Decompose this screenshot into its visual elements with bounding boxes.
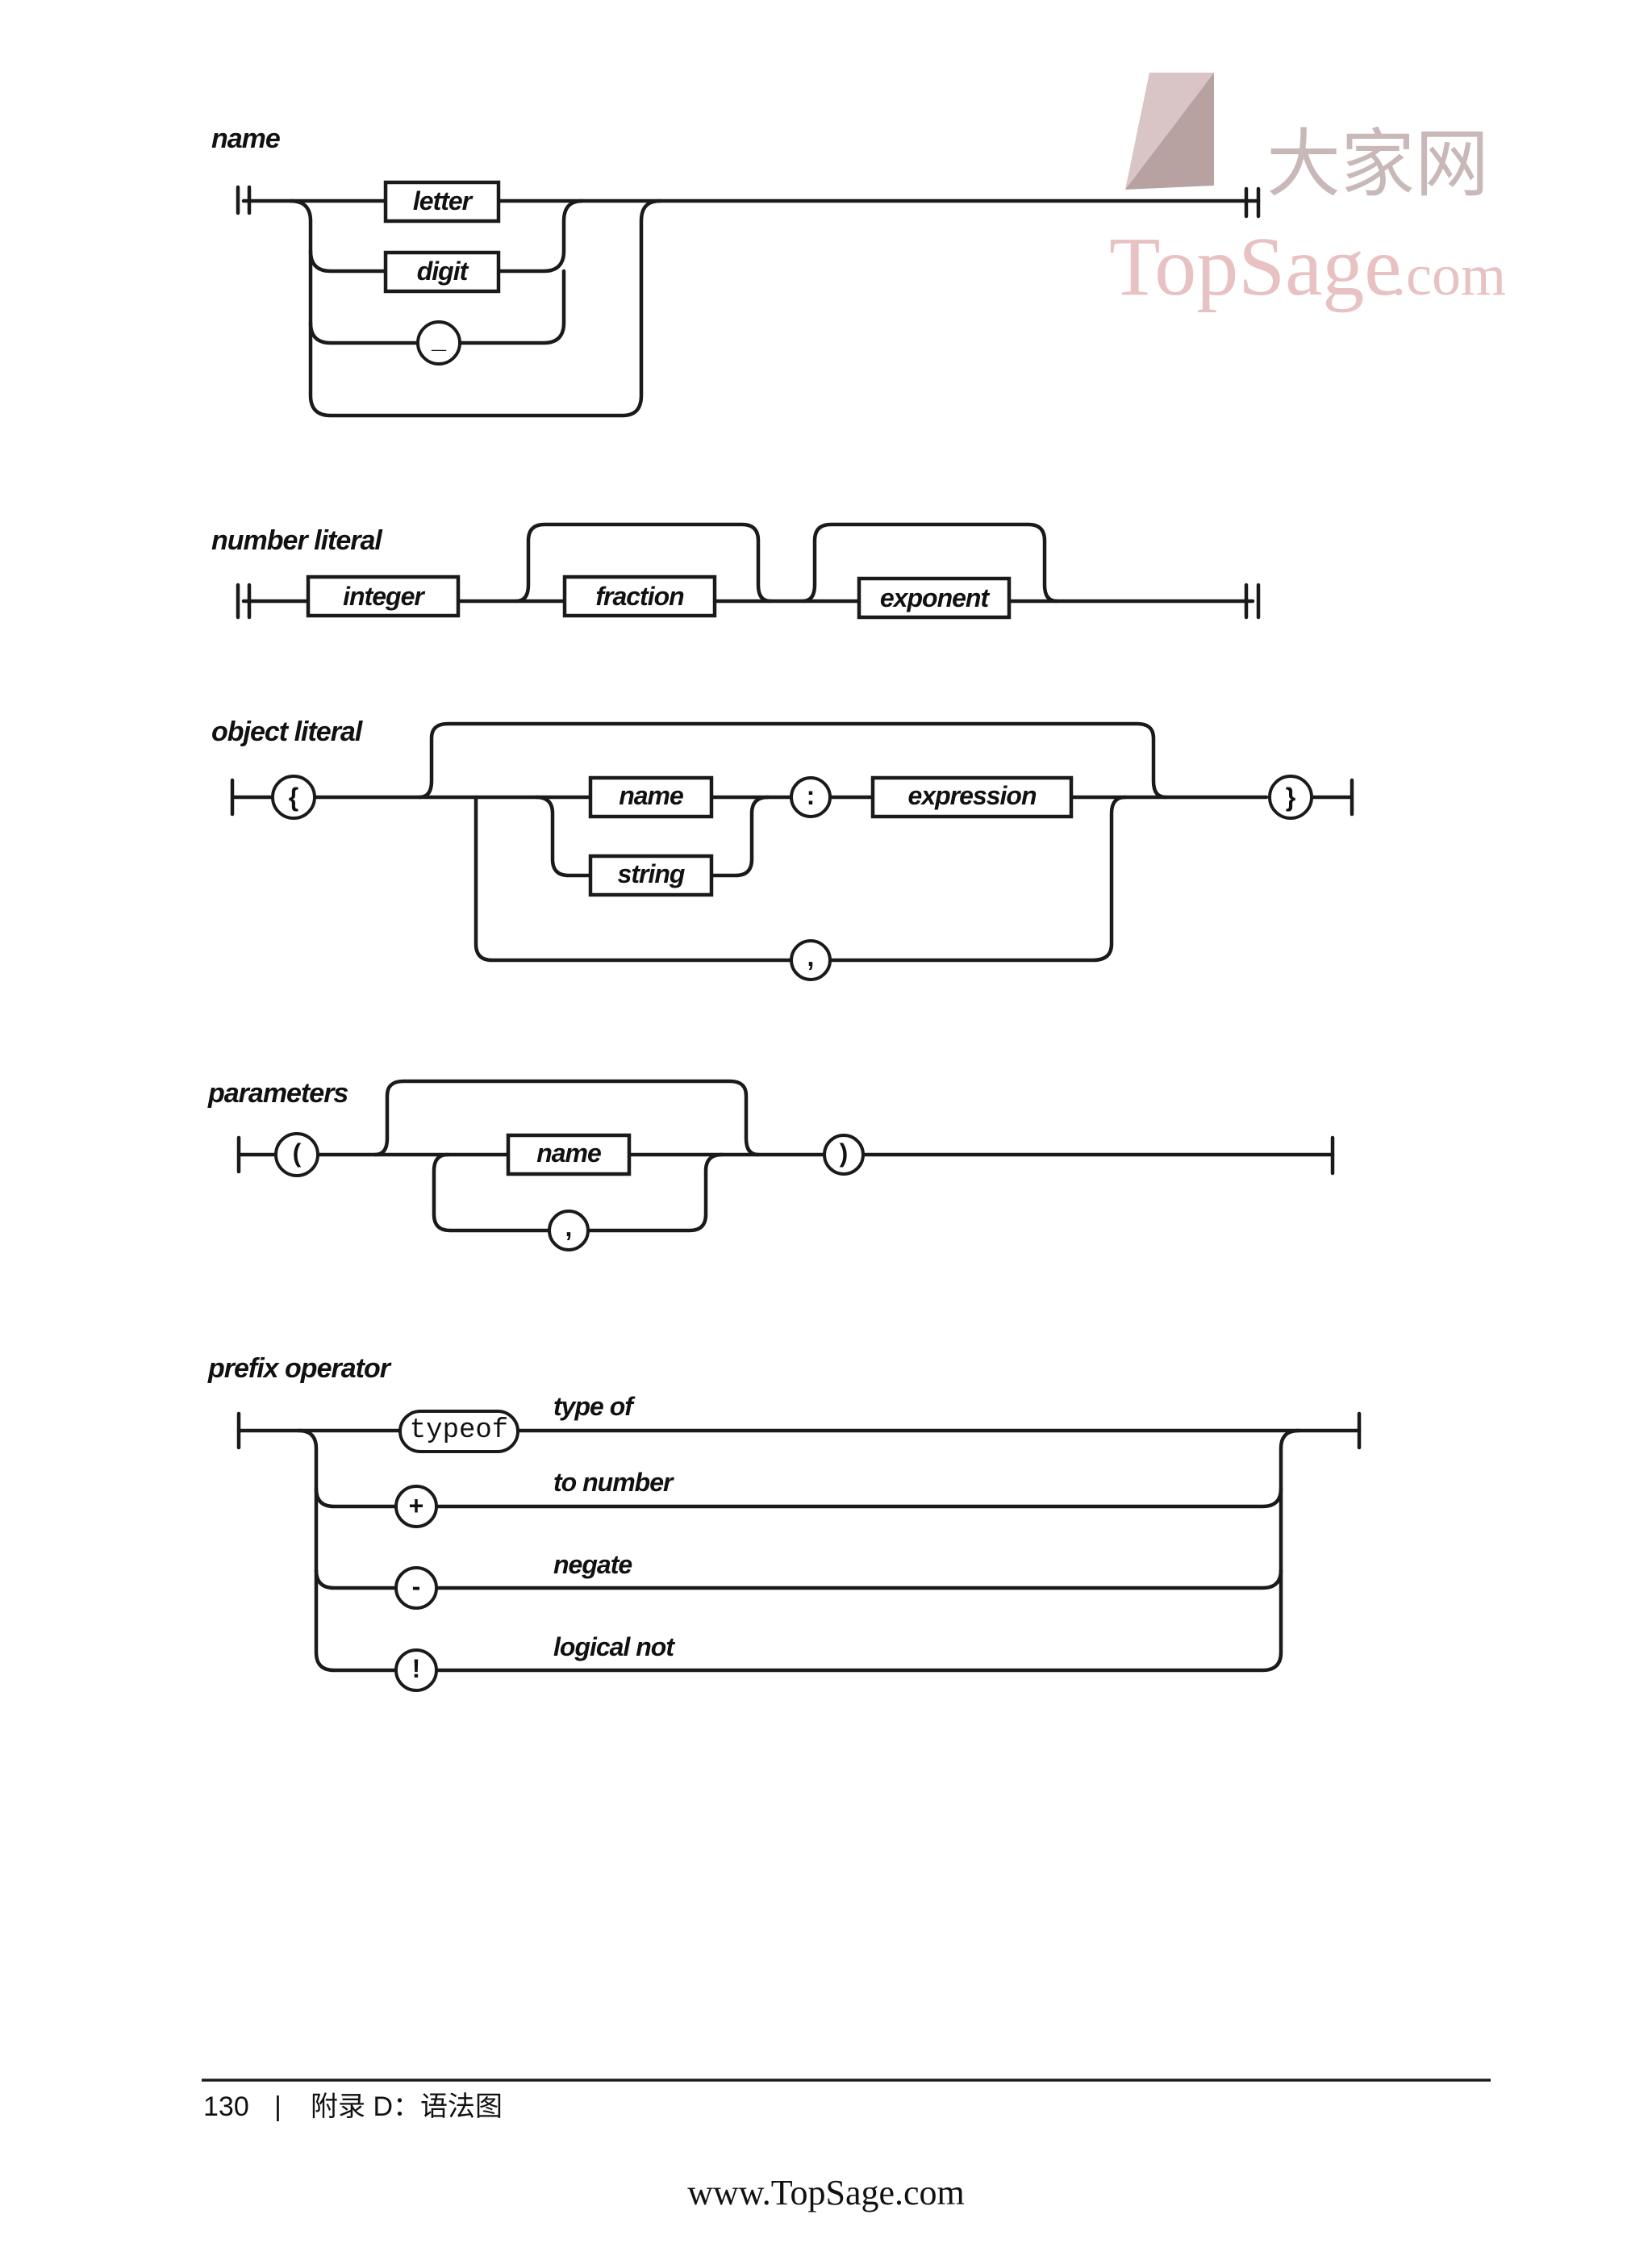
diagram-title-parameters: parameters [207, 1078, 348, 1109]
to-number-note: to number [553, 1468, 674, 1497]
integer-box [306, 574, 461, 618]
close-brace-terminal [1268, 775, 1313, 820]
page-number: 130 [203, 2091, 249, 2122]
diagram-object-literal: object literal { } name string : express… [211, 717, 1354, 981]
typeof-terminal [398, 1410, 519, 1453]
fraction-box [562, 574, 717, 618]
close-paren-symbol: ) [840, 1139, 849, 1168]
watermark-site-text: TopSage [1109, 220, 1401, 313]
logical-not-note: logical not [553, 1632, 675, 1661]
end-terminator [1244, 186, 1261, 219]
open-paren-symbol: ( [293, 1139, 302, 1168]
underscore-symbol: _ [431, 324, 447, 353]
diagram-name: name letter digit _ [211, 123, 1261, 418]
footer-section: 附录 D：语法图 [311, 2091, 503, 2122]
integer-label: integer [343, 582, 425, 611]
typeof-note: type of [553, 1392, 636, 1421]
open-paren-terminal [274, 1132, 319, 1177]
name-box [588, 775, 714, 819]
diagram-title-name: name [211, 123, 280, 154]
fraction-label: fraction [595, 582, 684, 611]
watermark-triangle-dark [1125, 73, 1214, 190]
string-box [588, 854, 714, 897]
loop-rail [288, 198, 662, 418]
diagram-parameters: parameters ( name ) , [207, 1078, 1335, 1251]
digit-box [383, 250, 501, 294]
plus-branch [314, 1486, 1283, 1509]
underscore-branch [308, 269, 566, 345]
exponent-box [857, 576, 1012, 620]
outer-branch [296, 1428, 1301, 1673]
negate-note: negate [553, 1550, 632, 1579]
open-brace-terminal [271, 775, 316, 820]
colon-terminal [790, 776, 832, 818]
diagram-title-number-literal: number literal [211, 525, 383, 556]
comma-terminal [790, 939, 832, 981]
comma-symbol: , [565, 1213, 573, 1242]
close-brace-symbol: } [1286, 783, 1295, 812]
letter-box [383, 180, 501, 224]
typeof-symbol: typeof [410, 1415, 508, 1446]
page-footer: 130 | 附录 D：语法图 www.TopSage.com [202, 2079, 1491, 2212]
empty-bypass [373, 1079, 761, 1157]
expression-box [870, 775, 1074, 819]
string-label: string [618, 859, 685, 888]
footer-separator: | [274, 2091, 282, 2122]
minus-branch [314, 1568, 1283, 1590]
comma-symbol: , [807, 942, 815, 971]
name-label: name [619, 781, 683, 810]
exponent-bypass [800, 522, 1059, 604]
plus-symbol: + [409, 1491, 424, 1520]
expression-label: expression [908, 781, 1037, 810]
not-terminal [394, 1648, 438, 1692]
exponent-label: exponent [880, 583, 991, 612]
comma-loop [432, 1152, 724, 1233]
diagram-title-object-literal: object literal [211, 717, 364, 747]
comma-loop [473, 795, 1128, 963]
diagram-title-prefix-operator: prefix operator [207, 1353, 392, 1384]
bottom-url: www.TopSage.com [687, 2173, 965, 2212]
plus-terminal [394, 1485, 438, 1528]
string-branch [534, 795, 770, 878]
underscore-terminal [416, 320, 461, 366]
digit-label: digit [417, 257, 469, 286]
digit-branch [308, 198, 585, 274]
fraction-bypass [514, 522, 773, 604]
comma-terminal [548, 1210, 590, 1251]
empty-bypass [417, 721, 1168, 800]
minus-terminal [394, 1566, 438, 1610]
diagram-number-literal: number literal integer fraction exponent [211, 522, 1261, 620]
colon-symbol: : [807, 781, 816, 810]
not-symbol: ! [412, 1654, 421, 1683]
minus-symbol: - [412, 1572, 421, 1601]
watermark-site-suffix: .com [1391, 243, 1506, 307]
watermark-chinese-text: 大家网 [1266, 121, 1489, 207]
watermark-logo: 大家网 TopSage .com [1109, 73, 1506, 313]
letter-label: letter [413, 186, 473, 215]
diagram-prefix-operator: prefix operator typeof type of + to numb… [207, 1353, 1362, 1692]
name-box [506, 1133, 632, 1176]
name-label: name [536, 1139, 601, 1168]
close-paren-terminal [823, 1134, 865, 1176]
open-brace-symbol: { [289, 783, 298, 812]
